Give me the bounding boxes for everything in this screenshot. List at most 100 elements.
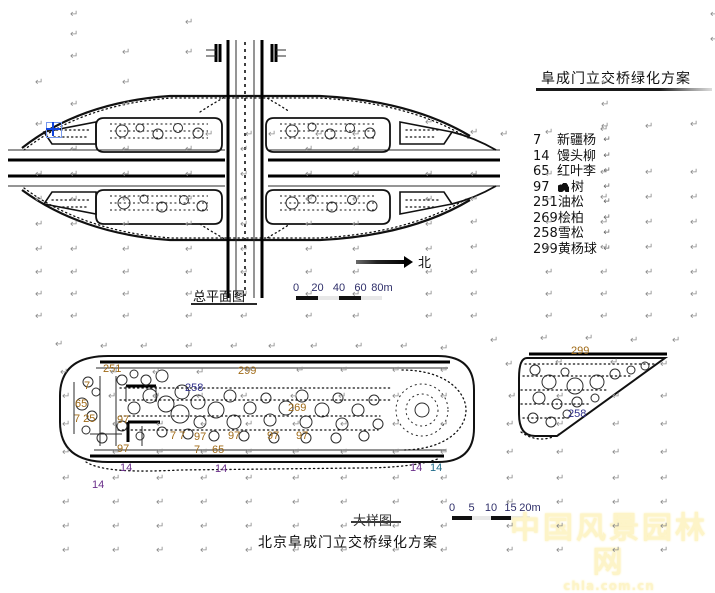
paragraph-mark-icon: ↵	[425, 289, 434, 300]
paragraph-mark-icon: ↵	[240, 219, 249, 230]
scale-segment	[296, 296, 318, 300]
paragraph-mark-icon: ↵	[305, 169, 314, 180]
paragraph-mark-icon: ↵	[612, 473, 621, 484]
paragraph-mark-icon: ↵	[660, 545, 669, 556]
scale-segment	[339, 296, 361, 300]
paragraph-mark-icon: ↵	[152, 391, 161, 402]
move-cursor-marker[interactable]	[46, 122, 62, 138]
paragraph-mark-icon: ↵	[545, 267, 554, 278]
paragraph-mark-icon: ↵	[152, 367, 161, 378]
paragraph-mark-icon: ↵	[470, 194, 479, 205]
paragraph-mark-icon: ↵	[645, 121, 654, 132]
paragraph-mark-icon: ↵	[196, 391, 205, 402]
paragraph-mark-icon: ↵	[112, 419, 121, 430]
paragraph-mark-icon: ↵	[70, 51, 79, 62]
paragraph-mark-icon: ↵	[185, 219, 194, 230]
paragraph-mark-icon: ↵	[545, 217, 554, 228]
paragraph-mark-icon: ↵	[603, 166, 611, 176]
site-watermark: 中国风景园林网 chla.com.cn	[505, 512, 713, 593]
paragraph-mark-icon: ↵	[296, 365, 305, 376]
paragraph-mark-icon: ↵	[610, 357, 619, 368]
paragraph-mark-icon: ↵	[440, 391, 449, 402]
paragraph-mark-icon: ↵	[556, 419, 565, 430]
paragraph-mark-icon: ↵	[470, 289, 479, 300]
paragraph-mark-icon: ↵	[185, 144, 194, 155]
paragraph-mark-icon: ↵	[200, 521, 209, 532]
detail-plan-label: 大样图	[353, 514, 393, 529]
paragraph-mark-icon: ↵	[185, 289, 194, 300]
paragraph-mark-icon: ↵	[352, 169, 361, 180]
paragraph-mark-icon: ↵	[600, 124, 609, 135]
paragraph-mark-icon: ↵	[545, 194, 554, 205]
paragraph-mark-icon: ↵	[268, 129, 277, 140]
paragraph-mark-icon: ↵	[425, 267, 434, 278]
scale-segment	[471, 516, 491, 520]
paragraph-mark-icon: ↵	[425, 219, 434, 230]
plant-code-annotation: 7 25	[74, 413, 96, 425]
scale-tick-label: 80m	[371, 282, 393, 294]
paragraph-mark-icon: ↵	[240, 289, 249, 300]
paragraph-mark-icon: ↵	[185, 244, 194, 255]
paragraph-mark-icon: ↵	[690, 192, 699, 203]
paragraph-mark-icon: ↵	[55, 339, 64, 350]
paragraph-mark-icon: ↵	[690, 167, 699, 178]
plan-title-underline	[536, 88, 712, 91]
paragraph-mark-icon: ↵	[645, 267, 654, 278]
legend-code: 299	[533, 241, 558, 257]
paragraph-mark-icon: ↵	[35, 219, 44, 230]
paragraph-mark-icon: ↵	[440, 473, 449, 484]
paragraph-mark-icon: ↵	[340, 419, 349, 430]
paragraph-mark-icon: ↵	[70, 267, 79, 278]
paragraph-mark-icon: ↵	[245, 521, 254, 532]
paragraph-mark-icon: ↵	[70, 311, 79, 322]
paragraph-mark-icon: ↵	[156, 473, 165, 484]
paragraph-mark-icon: ↵	[600, 217, 609, 228]
plant-code-annotation: 97	[117, 414, 130, 426]
paragraph-mark-icon: ↵	[690, 119, 699, 130]
paragraph-mark-icon: ↵	[185, 17, 194, 28]
paragraph-mark-icon: ↵	[440, 419, 449, 430]
paragraph-mark-icon: ↵	[555, 357, 564, 368]
paragraph-mark-icon: ↵	[612, 545, 621, 556]
paragraph-mark-icon: ↵	[185, 47, 194, 58]
legend-plant-name: 桧柏	[557, 210, 584, 226]
paragraph-mark-icon: ↵	[200, 473, 209, 484]
paragraph-mark-icon: ↵	[540, 333, 549, 344]
paragraph-mark-icon: ↵	[556, 497, 565, 508]
paragraph-mark-icon: ↵	[392, 365, 401, 376]
paragraph-mark-icon: ↵	[600, 242, 609, 253]
paragraph-mark-icon: ↵	[352, 144, 361, 155]
paragraph-mark-icon: ↵	[240, 391, 249, 402]
paragraph-mark-icon: ↵	[710, 9, 715, 20]
paragraph-mark-icon: ↵	[612, 497, 621, 508]
paragraph-mark-icon: ↵	[62, 521, 71, 532]
plant-code-annotation: 7	[84, 380, 91, 392]
paragraph-mark-icon: ↵	[338, 391, 347, 402]
paragraph-mark-icon: ↵	[352, 194, 361, 205]
paragraph-mark-icon: ↵	[612, 419, 621, 430]
paragraph-mark-icon: ↵	[156, 521, 165, 532]
scale-tick-label: 15	[504, 502, 517, 514]
paragraph-mark-icon: ↵	[35, 289, 44, 300]
paragraph-mark-icon: ↵	[690, 242, 699, 253]
paragraph-mark-icon: ↵	[245, 365, 254, 376]
legend-item-251: 251油松↵	[533, 195, 611, 211]
plant-code-annotation: 97	[267, 430, 280, 442]
paragraph-mark-icon: ↵	[506, 419, 515, 430]
watermark-url: chla.com.cn	[563, 579, 655, 593]
paragraph-mark-icon: ↵	[268, 341, 277, 352]
plant-code-annotation: 7	[194, 444, 201, 456]
paragraph-mark-icon: ↵	[392, 497, 401, 508]
paragraph-mark-icon: ↵	[122, 289, 131, 300]
plant-code-annotation: 14	[92, 479, 105, 491]
overpass-plan-drawing	[8, 40, 500, 298]
paragraph-mark-icon: ↵	[112, 545, 121, 556]
scale-segment	[317, 296, 339, 300]
legend-code: 269	[533, 210, 558, 226]
paragraph-mark-icon: ↵	[70, 99, 79, 110]
paragraph-mark-icon: ↵	[660, 473, 669, 484]
paragraph-mark-icon: ↵	[660, 447, 669, 458]
